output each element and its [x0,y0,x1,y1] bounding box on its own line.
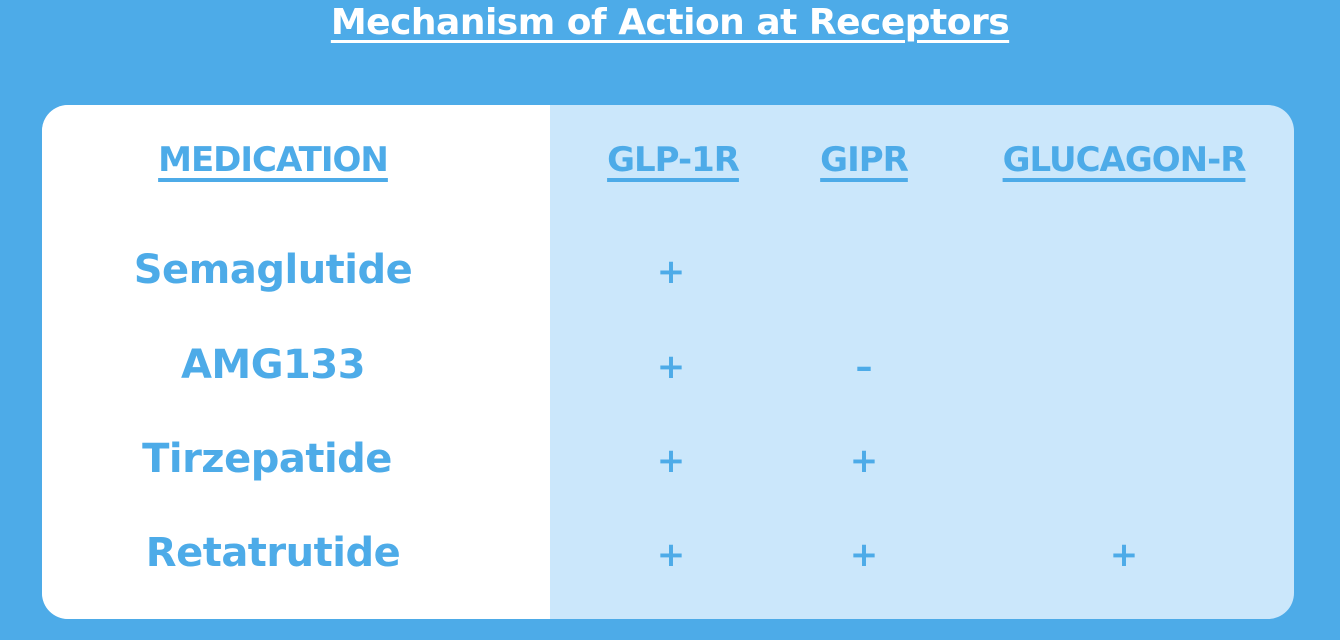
plus-icon: + [849,535,879,575]
plus-icon: + [1109,535,1139,575]
medication-amg133: AMG133 [180,342,366,388]
minus-icon: – [855,347,873,387]
medication-tirzepatide: Tirzepatide [142,436,392,482]
plus-icon: + [849,441,879,481]
plus-icon: + [656,347,686,387]
header-medication: MEDICATION [158,140,389,180]
plus-icon: + [656,535,686,575]
medication-retatrutide: Retatrutide [145,530,401,576]
plus-icon: + [656,441,686,481]
header-glucagon-r: GLUCAGON-R [1002,140,1247,180]
receptor-table: MEDICATION GLP-1R GIPR GLUCAGON-R Semagl… [42,105,1294,619]
medication-semaglutide: Semaglutide [133,247,413,293]
plus-icon: + [656,252,686,292]
header-gipr: GIPR [820,140,909,180]
page-title: Mechanism of Action at Receptors [330,2,1010,43]
header-glp1r: GLP-1R [607,140,740,180]
medication-column [42,105,550,619]
